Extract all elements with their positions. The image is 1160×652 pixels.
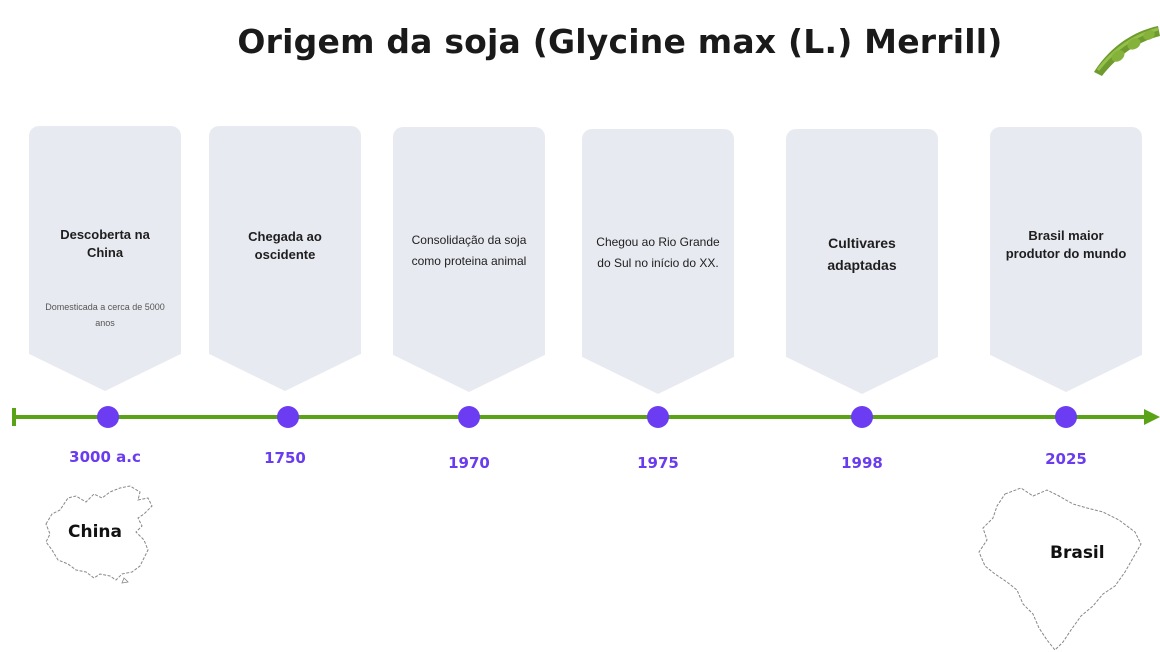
year-label-3: 1970 xyxy=(448,454,490,472)
event-card-1 xyxy=(29,126,181,391)
event-sublabel-1: Domesticada a cerca de 5000 anos xyxy=(45,302,165,328)
timeline-marker-5 xyxy=(851,406,873,428)
brazil-map-outline xyxy=(978,487,1142,651)
event-label-4: Chegou ao Rio Grande do Sul no início do… xyxy=(596,235,720,270)
year-label-1: 3000 a.c xyxy=(69,448,141,466)
timeline-marker-2 xyxy=(277,406,299,428)
event-label-6: Brasil maior produtor do mundo xyxy=(1005,228,1127,262)
event-label-5: Cultivares adaptadas xyxy=(827,235,897,273)
soybean-pod-icon xyxy=(1094,26,1160,76)
event-card-3 xyxy=(393,127,545,392)
event-label-3: Consolidação da soja como proteina anima… xyxy=(411,233,527,268)
event-card-5 xyxy=(786,129,938,394)
china-map-outline xyxy=(45,485,153,584)
event-card-6 xyxy=(990,127,1142,392)
event-label-1: Descoberta na China xyxy=(60,227,150,261)
timeline-axis xyxy=(12,406,1160,428)
timeline-marker-3 xyxy=(458,406,480,428)
brazil-map-label: Brasil xyxy=(1050,543,1105,563)
year-label-4: 1975 xyxy=(637,454,679,472)
event-card-2 xyxy=(209,126,361,391)
event-card-4 xyxy=(582,129,734,394)
timeline-marker-4 xyxy=(647,406,669,428)
china-map-label: China xyxy=(68,522,122,542)
timeline-marker-1 xyxy=(97,406,119,428)
year-label-6: 2025 xyxy=(1045,450,1087,468)
year-label-2: 1750 xyxy=(264,449,306,467)
timeline-marker-6 xyxy=(1055,406,1077,428)
page-title: Origem da soja (Glycine max (L.) Merrill… xyxy=(237,22,1003,61)
event-label-2: Chegada ao oscidente xyxy=(248,229,322,263)
year-label-5: 1998 xyxy=(841,454,883,472)
